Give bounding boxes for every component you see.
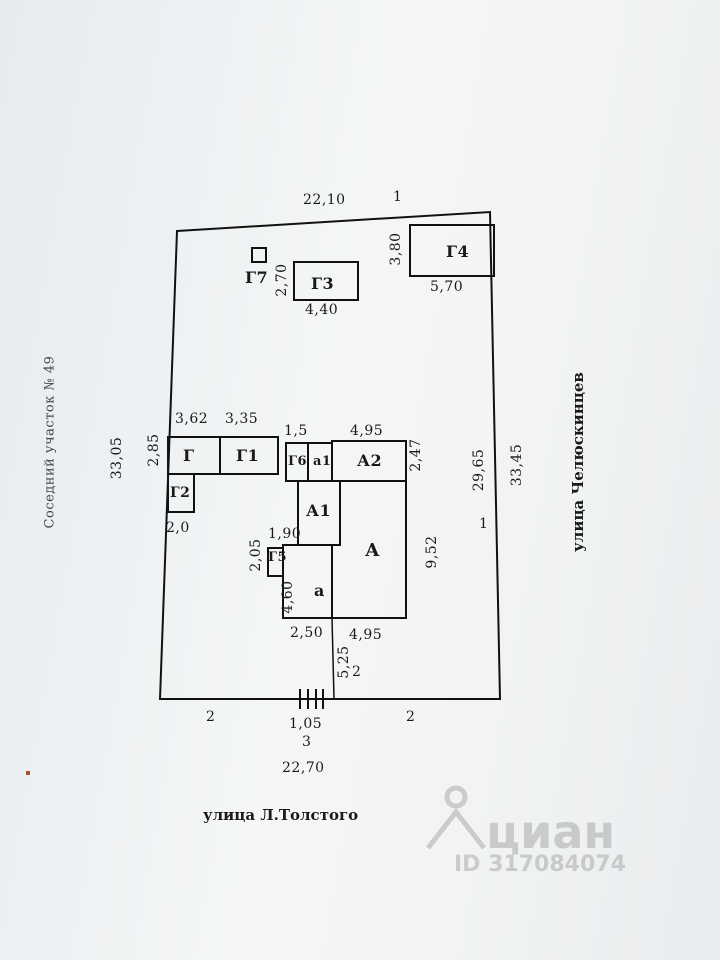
building-g1-outline <box>219 436 279 475</box>
building-g1-label: Г1 <box>236 446 260 465</box>
building-a-small-width: 2,50 <box>290 625 324 641</box>
building-g3-width: 4,40 <box>305 302 339 318</box>
building-g-label: Г <box>183 446 195 465</box>
gate-width-label: 1,05 <box>289 716 323 732</box>
margin-dot <box>26 771 30 775</box>
building-g5-height: 2,05 <box>248 538 264 572</box>
building-a2-label: А2 <box>357 451 383 470</box>
building-g3-outline <box>293 261 359 301</box>
gate-marker-label: 3 <box>302 734 312 750</box>
building-a-height: 9,52 <box>424 535 440 569</box>
building-g4-label: Г4 <box>446 242 470 261</box>
building-g3-label: Г3 <box>311 274 335 293</box>
building-g2-label: Г2 <box>170 485 191 501</box>
building-g7-height: 2,70 <box>274 263 290 297</box>
building-g7-outline <box>251 247 267 263</box>
path-length-label: 5,25 <box>336 645 352 679</box>
bottom-left-marker: 2 <box>206 709 216 725</box>
building-a2-width: 4,95 <box>350 423 384 439</box>
top-width-label: 22,10 <box>303 192 346 208</box>
right-inner-label: 29,65 <box>471 448 487 492</box>
building-g4-width: 5,70 <box>430 279 464 295</box>
plot-boundary <box>158 210 502 700</box>
right-height-label: 33,45 <box>509 443 525 487</box>
building-a1-label: А1 <box>306 501 332 520</box>
right-marker-label: 1 <box>479 516 489 532</box>
building-a-small-outline <box>282 544 333 619</box>
building-g4-height: 3,80 <box>388 232 404 266</box>
building-g5-label: Г5 <box>268 550 288 565</box>
path-marker-label: 2 <box>352 664 362 680</box>
left-height-label: 33,05 <box>109 436 125 480</box>
bottom-width-label: 22,70 <box>282 760 325 776</box>
street-bottom-label: улица Л.Толстого <box>203 806 359 824</box>
watermark-id: ID 317084074 <box>454 852 626 877</box>
building-g7-label: Г7 <box>245 268 269 287</box>
building-g6-label: Г6 <box>288 454 308 469</box>
building-a1-small-label: а1 <box>313 454 332 469</box>
watermark-brand: циан <box>486 805 616 859</box>
building-g-width: 3,62 <box>175 411 209 427</box>
building-g2-outline <box>167 473 195 513</box>
street-right-label: улица Челюскинцев <box>569 372 587 552</box>
building-a-small-height: 4,60 <box>280 580 296 614</box>
watermark-pin-icon <box>426 785 486 850</box>
building-g1-width: 3,35 <box>225 411 259 427</box>
building-a2-height: 2,47 <box>408 438 424 472</box>
building-g6-width: 1,5 <box>284 423 308 439</box>
building-a-label: А <box>365 540 381 561</box>
building-a1-width: 1,90 <box>268 526 302 542</box>
bottom-right-marker: 2 <box>406 709 416 725</box>
building-g4-outline <box>409 224 495 277</box>
neighbor-plot-label: Соседний участок № 49 <box>42 355 58 529</box>
building-a-width: 4,95 <box>349 627 383 643</box>
path-line <box>331 617 335 700</box>
building-g-height: 2,85 <box>146 433 162 467</box>
building-g2-width: 2,0 <box>166 520 190 536</box>
building-a-small-label: а <box>314 581 325 600</box>
top-marker-label: 1 <box>393 189 403 205</box>
